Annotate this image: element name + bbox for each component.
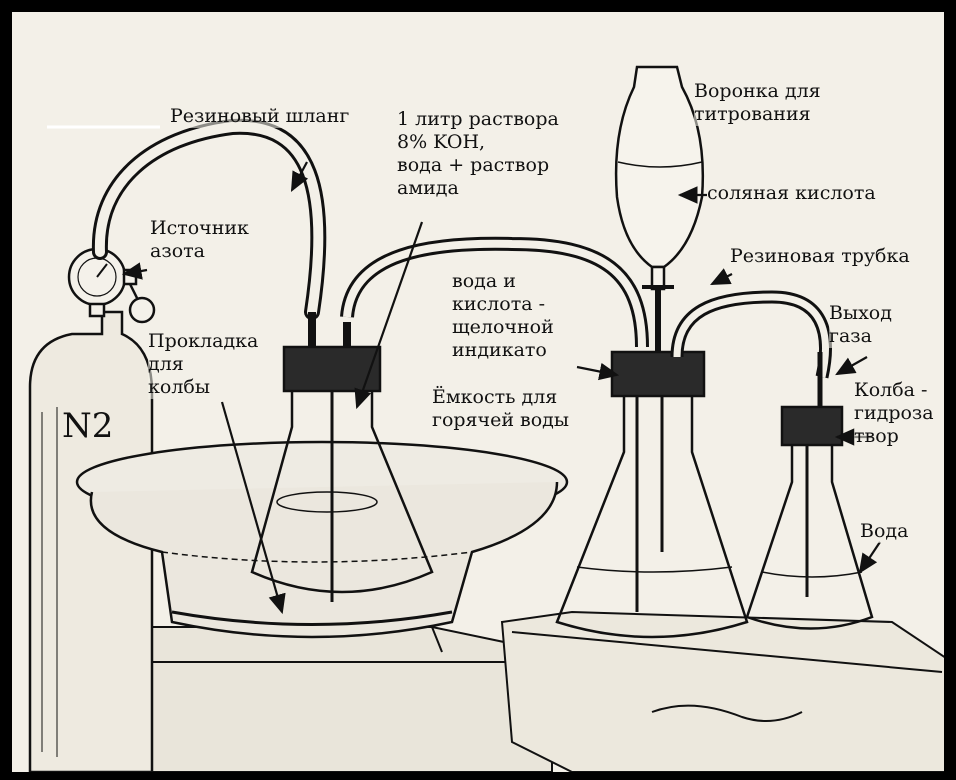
label-water-trap: Колба - гидроза твор <box>854 379 934 448</box>
label-water-acid-indicator: вода и кислота - щелочной индикато <box>452 270 554 362</box>
absorption-flask <box>557 352 747 637</box>
label-water: Вода <box>860 520 908 543</box>
label-gas-outlet: Выход газа <box>829 302 892 348</box>
label-hydrochloric-acid: соляная кислота <box>707 182 876 205</box>
label-titration-funnel: Воронка для титрования <box>694 80 821 126</box>
label-nitrogen-source: Источник азота <box>150 217 249 263</box>
flask-stand <box>502 612 944 772</box>
label-rubber-tube: Резиновая трубка <box>730 245 910 268</box>
label-solution: 1 литр раствора 8% KOH, вода + раствор а… <box>397 108 559 200</box>
diagram-frame: N2 <box>12 12 944 772</box>
label-hot-water-container: Ёмкость для горячей воды <box>432 386 569 432</box>
label-flask-pad: Прокладка для колбы <box>148 330 258 399</box>
label-rubber-hose: Резиновый шланг <box>170 105 349 128</box>
cylinder-n2-label: N2 <box>62 406 113 446</box>
